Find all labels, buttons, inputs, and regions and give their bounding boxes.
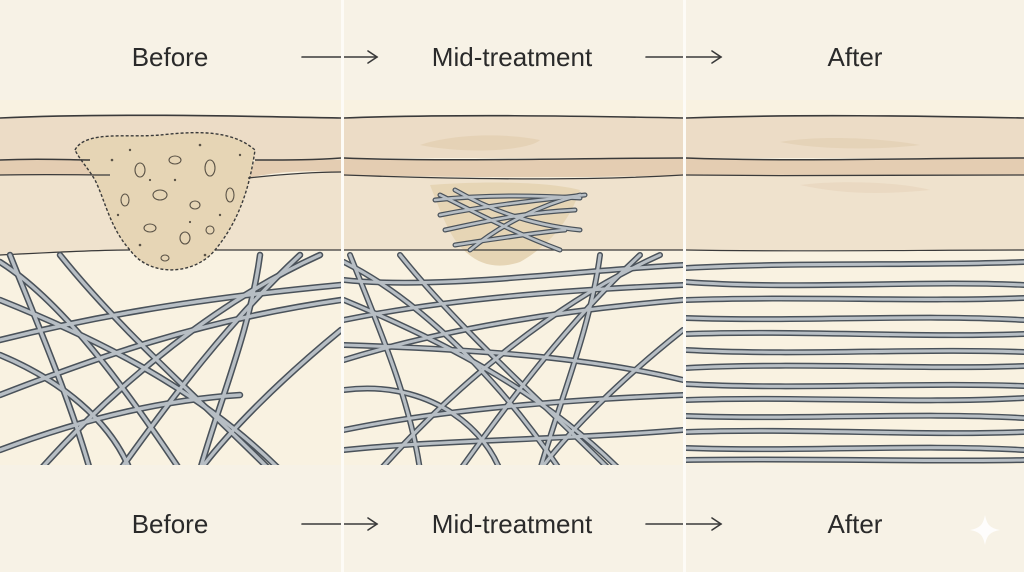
lesion-texture bbox=[120, 155, 235, 262]
before-panel bbox=[0, 100, 341, 465]
label-after-top: After bbox=[827, 42, 883, 72]
new-collagen-fibers bbox=[432, 187, 588, 253]
panel-divider bbox=[683, 0, 686, 572]
label-before-top: Before bbox=[131, 42, 209, 72]
collagen-fibers-remodeling bbox=[344, 252, 683, 465]
label-after-bottom: After bbox=[827, 509, 883, 539]
label-mid-treatment-bottom: Mid-treatment bbox=[431, 509, 593, 539]
collagen-fibers-disorganized bbox=[0, 251, 341, 465]
arrow-right-icon bbox=[301, 517, 379, 531]
sparkle-icon bbox=[970, 515, 1000, 545]
label-mid-treatment-top: Mid-treatment bbox=[431, 42, 593, 72]
after-panel bbox=[686, 100, 1024, 465]
lesion-dots bbox=[110, 143, 242, 257]
scar-lesion bbox=[74, 131, 256, 271]
panel-divider bbox=[341, 0, 344, 572]
arrow-right-icon bbox=[301, 50, 379, 64]
mid-treatment-panel bbox=[344, 100, 683, 465]
collagen-fibers-organized bbox=[686, 259, 1024, 464]
label-before-bottom: Before bbox=[131, 509, 209, 539]
